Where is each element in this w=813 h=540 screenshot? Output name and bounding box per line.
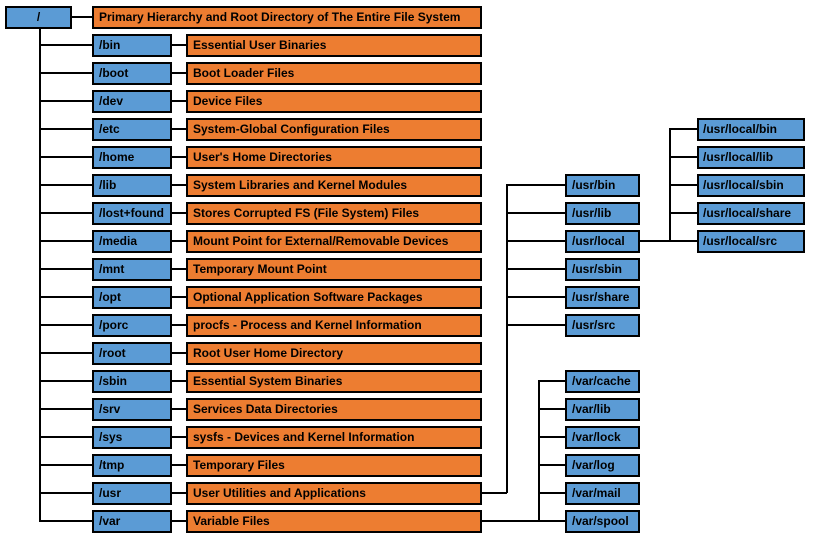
- dir-usr-local-src: /usr/local/src: [697, 230, 805, 253]
- dir-usr-local-sbin: /usr/local/sbin: [697, 174, 805, 197]
- desc-sbin: Essential System Binaries: [186, 370, 482, 393]
- dir-usr-share: /usr/share: [565, 286, 640, 309]
- dir-var-mail: /var/mail: [565, 482, 640, 505]
- root-dir-box: /: [5, 6, 72, 29]
- desc-lib: System Libraries and Kernel Modules: [186, 174, 482, 197]
- desc-dev: Device Files: [186, 90, 482, 113]
- dir-usr-local-bin: /usr/local/bin: [697, 118, 805, 141]
- desc-bin: Essential User Binaries: [186, 34, 482, 57]
- dir-var: /var: [92, 510, 172, 533]
- dir-usr-local: /usr/local: [565, 230, 640, 253]
- desc-opt: Optional Application Software Packages: [186, 286, 482, 309]
- desc-root: Root User Home Directory: [186, 342, 482, 365]
- dir-root: /root: [92, 342, 172, 365]
- dir-var-spool: /var/spool: [565, 510, 640, 533]
- dir-srv: /srv: [92, 398, 172, 421]
- dir-usr-local-lib: /usr/local/lib: [697, 146, 805, 169]
- desc-tmp: Temporary Files: [186, 454, 482, 477]
- dir-mnt: /mnt: [92, 258, 172, 281]
- dir-porc: /porc: [92, 314, 172, 337]
- desc-lost-found: Stores Corrupted FS (File System) Files: [186, 202, 482, 225]
- dir-usr-lib: /usr/lib: [565, 202, 640, 225]
- dir-var-lib: /var/lib: [565, 398, 640, 421]
- dir-usr: /usr: [92, 482, 172, 505]
- dir-var-cache: /var/cache: [565, 370, 640, 393]
- desc-usr: User Utilities and Applications: [186, 482, 482, 505]
- dir-lost-found: /lost+found: [92, 202, 172, 225]
- desc-mnt: Temporary Mount Point: [186, 258, 482, 281]
- dir-media: /media: [92, 230, 172, 253]
- desc-boot: Boot Loader Files: [186, 62, 482, 85]
- desc-sys: sysfs - Devices and Kernel Information: [186, 426, 482, 449]
- dir-lib: /lib: [92, 174, 172, 197]
- dir-var-lock: /var/lock: [565, 426, 640, 449]
- dir-usr-local-share: /usr/local/share: [697, 202, 805, 225]
- dir-usr-sbin: /usr/sbin: [565, 258, 640, 281]
- dir-usr-src: /usr/src: [565, 314, 640, 337]
- dir-var-log: /var/log: [565, 454, 640, 477]
- dir-usr-bin: /usr/bin: [565, 174, 640, 197]
- desc-srv: Services Data Directories: [186, 398, 482, 421]
- dir-sys: /sys: [92, 426, 172, 449]
- dir-boot: /boot: [92, 62, 172, 85]
- dir-sbin: /sbin: [92, 370, 172, 393]
- desc-etc: System-Global Configuration Files: [186, 118, 482, 141]
- desc-var: Variable Files: [186, 510, 482, 533]
- dir-bin: /bin: [92, 34, 172, 57]
- dir-home: /home: [92, 146, 172, 169]
- desc-porc: procfs - Process and Kernel Information: [186, 314, 482, 337]
- dir-dev: /dev: [92, 90, 172, 113]
- dir-tmp: /tmp: [92, 454, 172, 477]
- dir-opt: /opt: [92, 286, 172, 309]
- dir-etc: /etc: [92, 118, 172, 141]
- root-desc-box: Primary Hierarchy and Root Directory of …: [92, 6, 482, 29]
- desc-media: Mount Point for External/Removable Devic…: [186, 230, 482, 253]
- desc-home: User's Home Directories: [186, 146, 482, 169]
